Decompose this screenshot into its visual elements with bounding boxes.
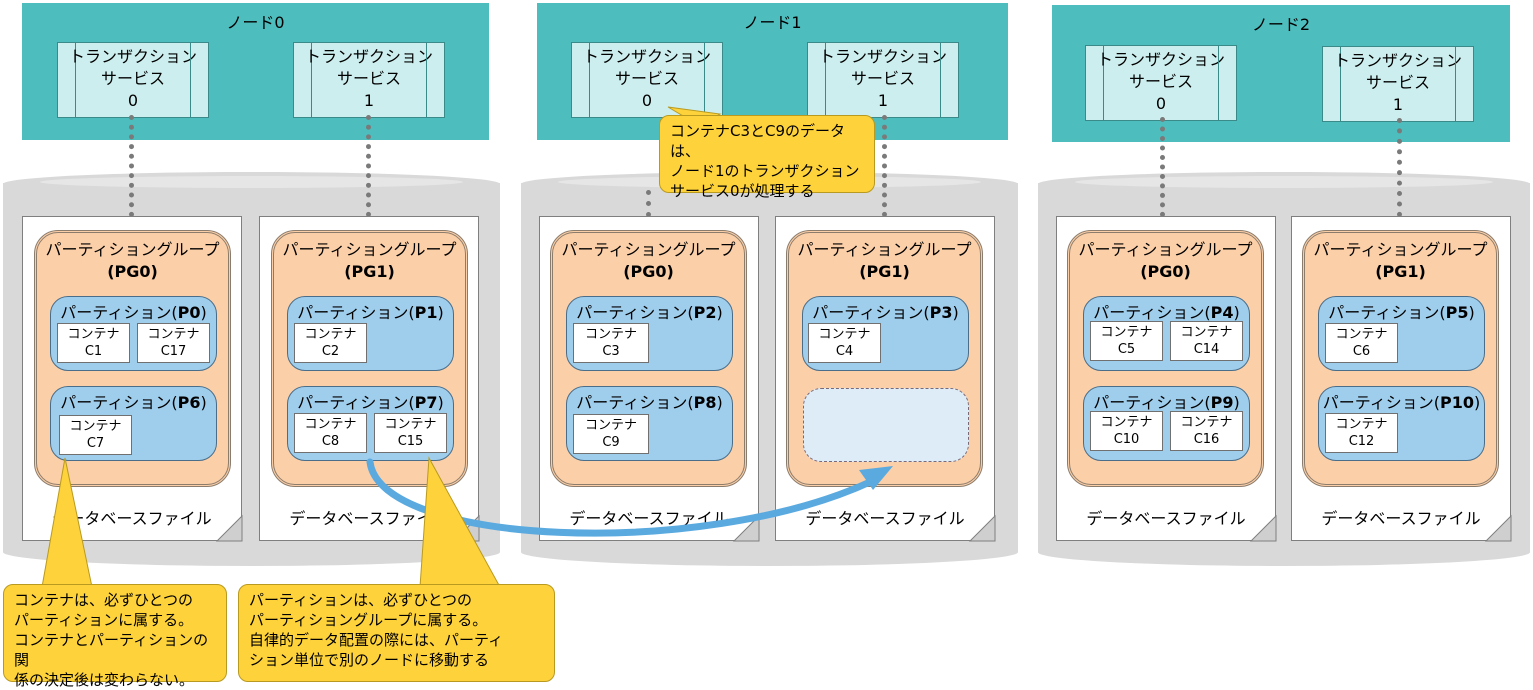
- connector-dots: [882, 115, 887, 217]
- connector-dots: [366, 115, 371, 217]
- partition-title: パーティション(P1): [297, 303, 444, 322]
- node-1-title: ノード1: [743, 13, 802, 32]
- ts-label-1: トランザクション: [304, 47, 433, 66]
- transaction-service-1: トランザクションサービス 1: [1322, 46, 1474, 122]
- connector-dots: [646, 190, 651, 217]
- ts-label-1: トランザクション: [1096, 50, 1225, 69]
- database-file-label: データベースファイル: [569, 509, 729, 528]
- transaction-service-1: トランザクションサービス 1: [807, 42, 959, 118]
- storage-cylinder-top-inner-node2: [1075, 176, 1493, 188]
- pg-id: (PG0): [1140, 262, 1191, 281]
- connector-dots: [1397, 118, 1402, 217]
- ts-label-2: サービス: [850, 69, 915, 88]
- connector-dots: [1160, 117, 1165, 217]
- ts-label-1: トランザクション: [818, 47, 947, 66]
- connector-dots: [129, 115, 134, 217]
- callout-node1-service: コンテナC3とC9のデータは、ノード1のトランザクションサービス0が処理する: [659, 115, 875, 200]
- partition-title: パーティション(P3): [812, 303, 959, 322]
- database-file-label: データベースファイル: [1321, 509, 1481, 528]
- file-fold-icon: [732, 514, 760, 542]
- pg-id: (PG0): [623, 262, 674, 281]
- pg-title: パーティショングループ: [1313, 240, 1488, 259]
- database-file-label: データベースファイル: [805, 509, 965, 528]
- pg-title: パーティショングループ: [1078, 240, 1253, 259]
- partition-title: パーティション(P2): [576, 303, 723, 322]
- file-fold-icon: [215, 514, 243, 542]
- file-fold-icons: [215, 514, 1512, 542]
- partition-title: パーティション(P0): [60, 303, 207, 322]
- pg-id: (PG1): [344, 262, 395, 281]
- ts-label-2: サービス: [336, 69, 401, 88]
- pg-title: パーティショングループ: [561, 240, 736, 259]
- ts-number: 0: [127, 91, 139, 110]
- storage-cylinder-top-inner-node0: [40, 176, 463, 188]
- file-fold-icon: [968, 514, 996, 542]
- database-file-label: データベースファイル: [1086, 509, 1246, 528]
- ts-number: 0: [641, 91, 653, 110]
- pg-id: (PG0): [107, 262, 158, 281]
- database-file-label: データベースファイル: [52, 509, 212, 528]
- pg-id: (PG1): [859, 262, 910, 281]
- ts-label-1: トランザクション: [68, 47, 197, 66]
- callout-container-rule: コンテナは、必ずひとつのパーティションに属する。コンテナとパーティションの関係の…: [3, 584, 227, 689]
- ts-number: 0: [1155, 94, 1167, 113]
- ts-label-2: サービス: [614, 69, 679, 88]
- database-file-label: データベースファイル: [289, 509, 449, 528]
- partition-title: パーティション(P7): [297, 393, 444, 412]
- transaction-service-0: トランザクションサービス 0: [571, 42, 723, 118]
- ts-number: 1: [877, 91, 889, 110]
- partition-title: パーティション(P8): [576, 393, 723, 412]
- node-2-title: ノード2: [1251, 15, 1311, 34]
- node-0-title: ノード0: [226, 13, 285, 32]
- ts-label-2: サービス: [100, 69, 165, 88]
- partition-title: パーティション(P9): [1093, 393, 1240, 412]
- ts-label-1: トランザクション: [1333, 51, 1462, 70]
- arrow-head-icon: [859, 466, 893, 490]
- ts-label-2: サービス: [1128, 72, 1193, 91]
- transaction-service-0: トランザクションサービス 0: [57, 42, 209, 118]
- pg-title: パーティショングループ: [797, 240, 972, 259]
- pg-title: パーティショングループ: [45, 240, 220, 259]
- pg-id: (PG1): [1375, 262, 1426, 281]
- migration-arrow: [366, 458, 874, 537]
- file-fold-icon: [1484, 514, 1512, 542]
- ts-label-1: トランザクション: [582, 47, 711, 66]
- partition-title: パーティション(P5): [1328, 303, 1475, 322]
- callout-partition-rule: パーティションは、必ずひとつのパーティショングループに属する。自律的データ配置の…: [238, 584, 555, 682]
- ts-number: 1: [1392, 95, 1404, 114]
- empty-partition-slot: [803, 388, 969, 462]
- partition-title: パーティション(P4): [1093, 303, 1240, 322]
- partition-title: パーティション(P6): [60, 393, 207, 412]
- partition-title: パーティション(P10): [1322, 393, 1481, 412]
- pg-title: パーティショングループ: [282, 240, 457, 259]
- transaction-service-1: トランザクションサービス 1: [293, 42, 445, 118]
- ts-number: 1: [363, 91, 375, 110]
- ts-label-2: サービス: [1365, 73, 1430, 92]
- file-fold-icon: [1249, 514, 1277, 542]
- callout-tail: [41, 457, 93, 588]
